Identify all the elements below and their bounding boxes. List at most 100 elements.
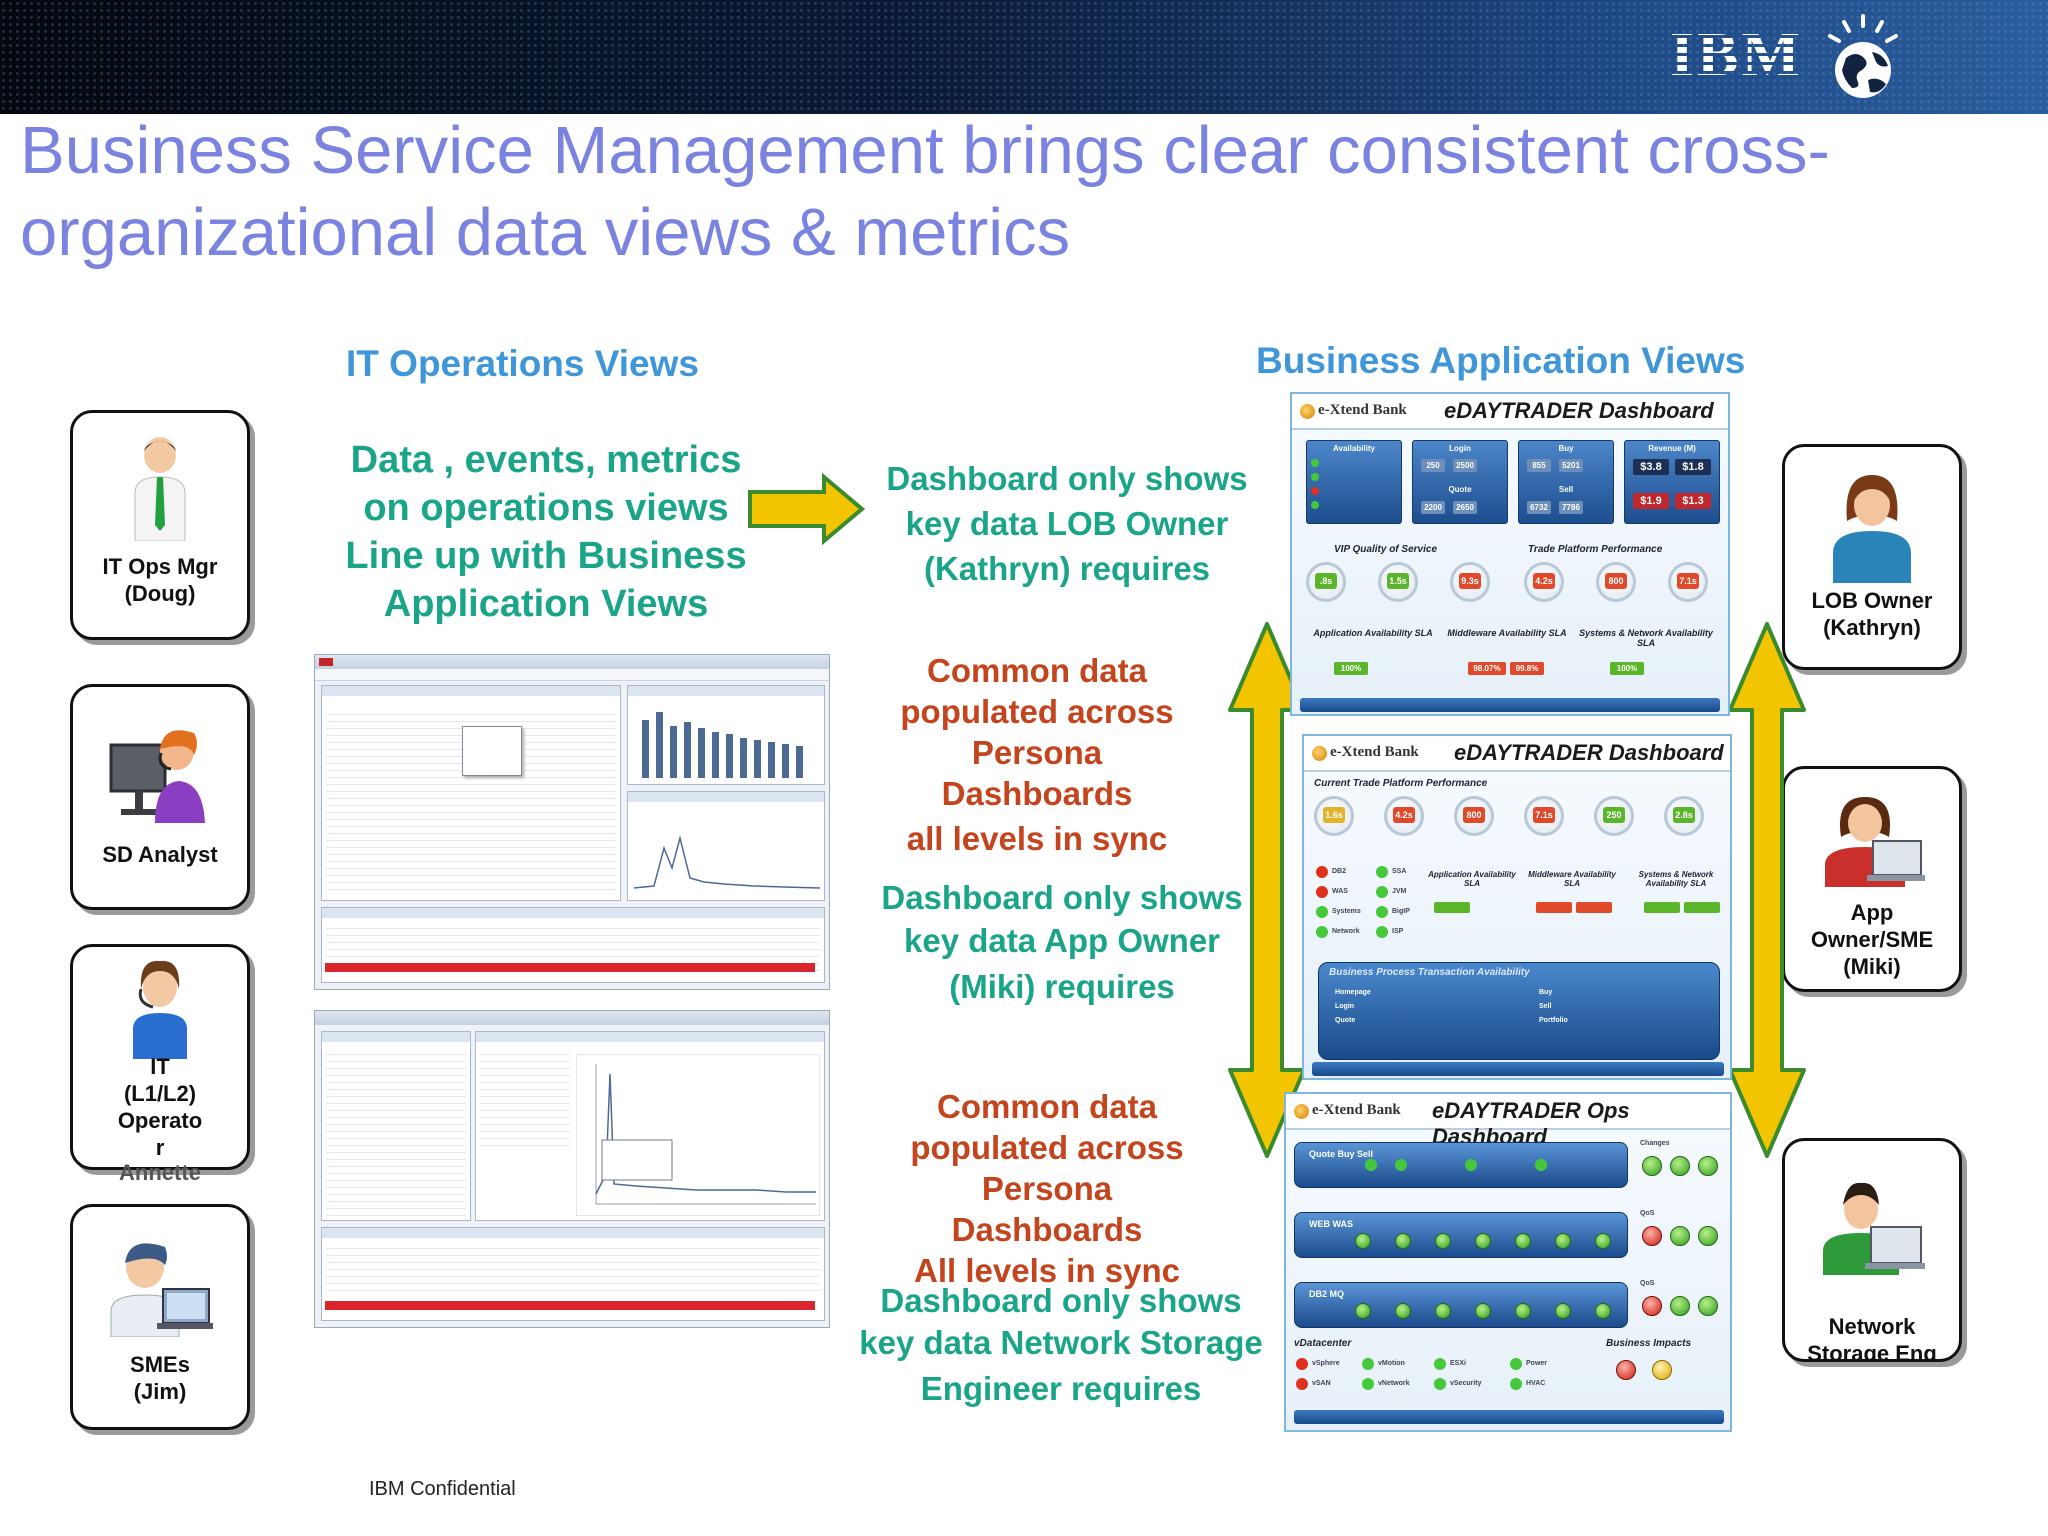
tile-value: 6732 (1527, 501, 1551, 514)
tile-value: $1.9 (1633, 493, 1669, 509)
tile-sublabel: Quote (1448, 485, 1472, 494)
gauge-value: 800 (1463, 807, 1485, 823)
note-line: (Miki) requires (949, 968, 1175, 1005)
persona-label-line: (Doug) (124, 581, 196, 606)
persona-lob-owner: LOB Owner (Kathryn) (1782, 444, 1962, 670)
persona-label-line: (Jim) (133, 1379, 187, 1404)
section-label: Trade Platform Performance (1528, 544, 1663, 555)
network-storage-note: Dashboard only shows key data Network St… (846, 1280, 1276, 1410)
callout-line: Data , events, metrics (350, 439, 742, 481)
gauge: 4.2s (1524, 562, 1564, 602)
operations-console-screenshot-2 (314, 1010, 830, 1328)
persona-network-storage: Network Storage Eng (1782, 1138, 1962, 1362)
component-label: WAS (1332, 888, 1348, 895)
persona-label: IT (L1/L2) Operato r (73, 1053, 247, 1161)
vdc-item: HVAC (1526, 1380, 1546, 1387)
component-label: JVM (1392, 888, 1407, 895)
tile-value: 2500 (1453, 459, 1477, 472)
section-label: Current Trade Platform Performance (1314, 778, 1488, 789)
gauge-value: 1.6s (1323, 807, 1345, 823)
component-label: ISP (1392, 928, 1404, 935)
persona-smes: SMEs (Jim) (70, 1204, 250, 1430)
note-line: key data App Owner (903, 922, 1221, 959)
vdc-item: Power (1526, 1360, 1548, 1367)
persona-label-line: IT Ops Mgr (102, 554, 218, 579)
availability-tile: Availability (1306, 440, 1402, 524)
common-data-note-1: Common data populated across Persona Das… (852, 650, 1222, 859)
business-impacts-label: Business Impacts (1606, 1338, 1692, 1349)
process-label: Homepage (1335, 989, 1371, 996)
common-data-note-2: Common data populated across Persona Das… (862, 1086, 1232, 1291)
bank-brand: e-Xtend Bank (1330, 744, 1419, 760)
persona-label-line: Owner/SME (1810, 927, 1934, 952)
persona-label-line: SMEs (130, 1352, 190, 1377)
persona-label: SMEs (Jim) (73, 1351, 247, 1405)
note-line: Dashboard only shows (881, 879, 1243, 916)
note-line: (Kathryn) requires (923, 550, 1211, 587)
callout-line: on operations views (363, 487, 729, 529)
tile-value: 2650 (1453, 501, 1477, 514)
app-owner-dashboard: e-Xtend Bank eDAYTRADER Dashboard Curren… (1302, 734, 1732, 1080)
tile-value: $1.8 (1675, 459, 1711, 475)
dashboard-nav-strip[interactable] (1294, 1410, 1724, 1424)
process-label: Portfolio (1539, 1017, 1568, 1024)
persona-label-line: (L1/L2) (123, 1081, 197, 1106)
component-label: BigIP (1392, 908, 1410, 915)
persona-label: App Owner/SME (Miki) (1785, 899, 1959, 980)
vdc-item: vMotion (1378, 1360, 1405, 1367)
gauge: 800 (1454, 796, 1494, 836)
bank-brand: e-Xtend Bank (1318, 402, 1407, 418)
businessman-icon (134, 437, 186, 541)
gauge: 250 (1594, 796, 1634, 836)
persona-label-line: Operato (117, 1108, 203, 1133)
gauge-value: 4.2s (1533, 573, 1555, 589)
sync-arrow-right (1728, 622, 1806, 1158)
vdc-item: vSphere (1312, 1360, 1340, 1367)
side-label: Changes (1640, 1140, 1670, 1147)
dashboard-header: e-Xtend Bank eDAYTRADER Ops Dashboard (1286, 1094, 1730, 1149)
persona-it-ops-mgr: IT Ops Mgr (Doug) (70, 410, 250, 640)
gauge: 9.3s (1450, 562, 1490, 602)
data-band: DB2 MQ (1294, 1282, 1628, 1328)
side-label: QoS (1640, 1210, 1655, 1217)
sla-label: Application Availability SLA (1428, 870, 1516, 888)
persona-it-operator: IT (L1/L2) Operato r (70, 944, 250, 1170)
persona-label-line: IT (150, 1054, 170, 1079)
dashboard-header: e-Xtend Bank eDAYTRADER Dashboard (1304, 736, 1730, 772)
tile-value: 855 (1527, 459, 1551, 472)
persona-label-line: LOB Owner (1811, 588, 1933, 613)
ops-dashboard: e-Xtend Bank eDAYTRADER Ops Dashboard Qu… (1284, 1092, 1732, 1432)
footer-confidential: IBM Confidential (369, 1478, 516, 1500)
gauge-value: 800 (1605, 573, 1627, 589)
persona-label: Network Storage Eng (1785, 1313, 1959, 1362)
note-line: Common data (936, 1088, 1157, 1125)
sla-value: 100% (1334, 662, 1368, 675)
persona-label-line: Storage Eng (1807, 1341, 1937, 1362)
note-line: All levels in sync (914, 1252, 1180, 1289)
app-owner-note: Dashboard only shows key data App Owner … (852, 876, 1272, 1008)
bar-chart-pane (627, 685, 825, 785)
right-arrow (748, 472, 866, 546)
band-label: DB2 MQ (1309, 1289, 1345, 1299)
transaction-band: Quote Buy Sell (1294, 1142, 1628, 1188)
sla-label: Systems & Network Availability SLA (1579, 628, 1713, 648)
gauge-value: 7.1s (1677, 573, 1699, 589)
side-label: QoS (1640, 1280, 1655, 1287)
app-owner-laptop-icon (1825, 797, 1925, 887)
note-line: Dashboard only shows (880, 1282, 1242, 1319)
note-line: populated across (900, 693, 1174, 730)
process-label: Buy (1539, 989, 1553, 996)
dashboard-nav-strip[interactable] (1300, 698, 1720, 712)
business-process-panel: Business Process Transaction Availabilit… (1318, 962, 1720, 1060)
gauge-value: 4.2s (1393, 807, 1415, 823)
header-band (0, 0, 2048, 114)
bank-brand: e-Xtend Bank (1312, 1102, 1401, 1118)
process-label: Quote (1335, 1017, 1356, 1024)
header-pattern (0, 0, 2048, 114)
operator-headset-icon (133, 960, 187, 1059)
vdc-item: vSAN (1312, 1380, 1331, 1387)
dashboard-nav-strip[interactable] (1312, 1062, 1724, 1076)
vdc-item: ESXi (1450, 1360, 1466, 1367)
note-line: Common data (926, 652, 1147, 689)
note-line: all levels in sync (906, 820, 1168, 857)
